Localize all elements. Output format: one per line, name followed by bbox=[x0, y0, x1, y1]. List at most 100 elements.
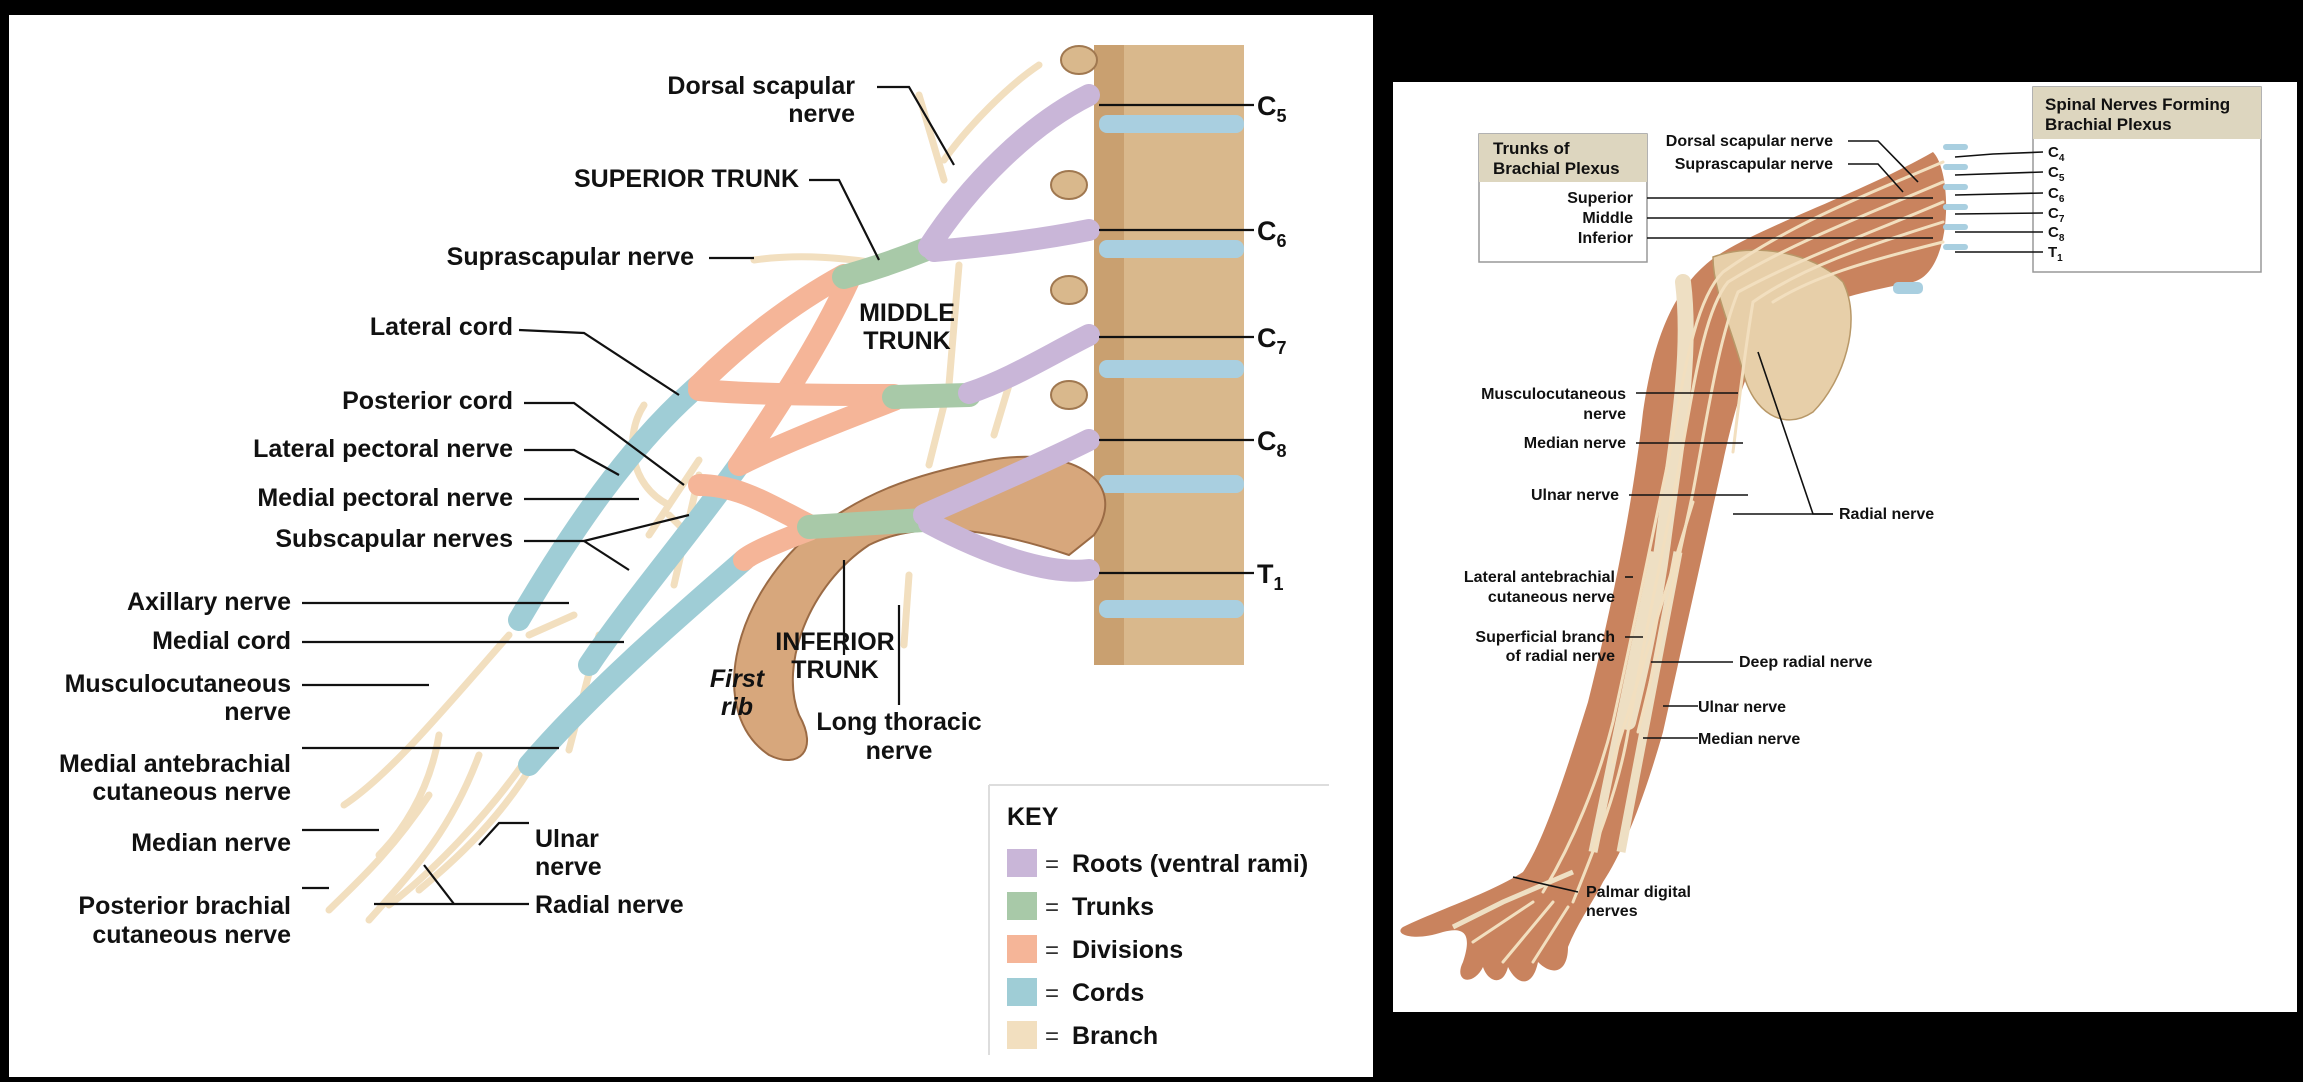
arm-leader-lines bbox=[1512, 140, 2044, 893]
arm-silhouette bbox=[1400, 144, 1968, 982]
key-swatch-cords bbox=[1007, 978, 1037, 1006]
vertebral-column bbox=[1050, 45, 1244, 665]
brachial-plexus-diagram: Dorsal scapular nerve SUPERIOR TRUNK Sup… bbox=[9, 15, 1373, 1077]
cords bbox=[508, 374, 755, 776]
superior-trunk-label: SUPERIOR TRUNK bbox=[574, 165, 799, 193]
arm-dorsal-scapular-label: Dorsal scapular nerve bbox=[1666, 133, 1833, 150]
intervertebral-disc bbox=[1099, 475, 1244, 493]
key-item-trunks: = Trunks bbox=[1007, 892, 1154, 921]
key-label-trunks: Trunks bbox=[1072, 893, 1154, 921]
spinal-label-c7: C7 bbox=[2048, 205, 2065, 225]
key-eq: = bbox=[1045, 851, 1059, 878]
root-label-c5: C5 bbox=[1257, 91, 1287, 126]
inferior-trunk-label-2: TRUNK bbox=[791, 656, 879, 684]
lateral-cord-label: Lateral cord bbox=[370, 313, 513, 341]
ulnar-label-1: Ulnar bbox=[535, 825, 599, 853]
posterior-cord-label: Posterior cord bbox=[342, 387, 513, 415]
key-item-roots: = Roots (ventral rami) bbox=[1007, 849, 1308, 878]
key-eq: = bbox=[1045, 1023, 1059, 1050]
spinal-label-c5: C5 bbox=[2048, 164, 2065, 184]
intervertebral-disc bbox=[1099, 360, 1244, 378]
spinal-box-title-1: Spinal Nerves Forming bbox=[2045, 95, 2230, 114]
root-label-t1: T1 bbox=[1257, 559, 1284, 594]
arm-superficial-radial-label-1: Superficial branch bbox=[1475, 629, 1615, 646]
arm-suprascapular-label: Suprascapular nerve bbox=[1675, 156, 1833, 173]
key-label-roots: Roots (ventral rami) bbox=[1072, 850, 1308, 878]
key-eq: = bbox=[1045, 894, 1059, 921]
median-label: Median nerve bbox=[131, 829, 291, 857]
radial-label: Radial nerve bbox=[535, 891, 684, 919]
spinal-label-c8: C8 bbox=[2048, 224, 2065, 244]
arm-palmar-label-1: Palmar digital bbox=[1586, 884, 1691, 901]
arm-nerves-diagram: Trunks of Brachial Plexus Spinal Nerves … bbox=[1393, 82, 2297, 1012]
root-labels: C5 C6 C7 C8 T1 bbox=[1257, 91, 1287, 594]
middle-trunk-label-1: MIDDLE bbox=[859, 299, 955, 327]
middle-trunk-label-2: TRUNK bbox=[863, 327, 951, 355]
vertebra-shadow bbox=[1094, 45, 1124, 665]
arm-median-upper-label: Median nerve bbox=[1524, 435, 1626, 452]
spinal-box-title-2: Brachial Plexus bbox=[2045, 115, 2172, 134]
arm-lateral-antebrachial-label-1: Lateral antebrachial bbox=[1464, 569, 1615, 586]
medial-antebrachial-label-1: Medial antebrachial bbox=[59, 750, 291, 778]
key-eq: = bbox=[1045, 980, 1059, 1007]
medial-antebrachial-label-2: cutaneous nerve bbox=[92, 778, 291, 806]
trunk-superior-label: Superior bbox=[1567, 190, 1633, 207]
key-swatch-roots bbox=[1007, 849, 1037, 877]
arm-palmar-label-2: nerves bbox=[1586, 903, 1638, 920]
arm-median-lower-label: Median nerve bbox=[1698, 731, 1800, 748]
intervertebral-disc bbox=[1099, 600, 1244, 618]
dorsal-scapular-label-1: Dorsal scapular bbox=[667, 72, 855, 100]
first-rib-label-1: First bbox=[710, 665, 766, 693]
inferior-trunk-label-1: INFERIOR bbox=[775, 628, 894, 656]
arm-ulnar-upper-label: Ulnar nerve bbox=[1531, 487, 1619, 504]
subscapular-label: Subscapular nerves bbox=[275, 525, 513, 553]
key-swatch-divisions bbox=[1007, 935, 1037, 963]
arm-nerves bbox=[1471, 160, 1945, 964]
trunks-box-title-2: Brachial Plexus bbox=[1493, 159, 1620, 178]
divisions bbox=[688, 264, 905, 571]
arm-musculocutaneous-label-1: Musculocutaneous bbox=[1481, 386, 1626, 403]
trunks-box-title-1: Trunks of bbox=[1493, 139, 1570, 158]
arm-musculocutaneous-label-2: nerve bbox=[1583, 406, 1626, 423]
scapula bbox=[1712, 249, 1852, 421]
leader-lines bbox=[302, 85, 1254, 906]
key-title: KEY bbox=[1007, 803, 1059, 831]
key-item-divisions: = Divisions bbox=[1007, 935, 1183, 964]
key-swatch-trunks bbox=[1007, 892, 1037, 920]
spinal-nerve-labels: C4 C5 C6 C7 C8 T1 bbox=[2048, 144, 2065, 264]
posterior-brachial-label-2: cutaneous nerve bbox=[92, 921, 291, 949]
cervical-discs bbox=[1943, 144, 1968, 250]
trunk-inferior-label: Inferior bbox=[1578, 230, 1633, 247]
arm-superficial-radial-label-2: of radial nerve bbox=[1506, 648, 1615, 665]
lateral-pectoral-label: Lateral pectoral nerve bbox=[253, 435, 513, 463]
trunks bbox=[797, 238, 981, 539]
arm-illustration: Trunks of Brachial Plexus Spinal Nerves … bbox=[1400, 86, 2262, 982]
key-label-cords: Cords bbox=[1072, 979, 1144, 1007]
spinal-label-c4: C4 bbox=[2048, 144, 2065, 164]
ulnar-label-2: nerve bbox=[535, 853, 602, 881]
key-item-cords: = Cords bbox=[1007, 978, 1144, 1007]
musculocutaneous-label-1: Musculocutaneous bbox=[65, 670, 291, 698]
long-thoracic-label-2: nerve bbox=[866, 737, 933, 765]
key-label-divisions: Divisions bbox=[1072, 936, 1183, 964]
suprascapular-label: Suprascapular nerve bbox=[447, 243, 694, 271]
key-eq: = bbox=[1045, 937, 1059, 964]
dorsal-scapular-label-2: nerve bbox=[788, 100, 855, 128]
vertebral-disc bbox=[1893, 282, 1923, 294]
spinal-box: Spinal Nerves Forming Brachial Plexus bbox=[2032, 86, 2262, 273]
posterior-brachial-label-1: Posterior brachial bbox=[78, 892, 291, 920]
musculocutaneous-label-2: nerve bbox=[224, 698, 291, 726]
long-thoracic-label-1: Long thoracic bbox=[816, 708, 981, 736]
roots bbox=[913, 84, 1100, 582]
intervertebral-disc bbox=[1099, 115, 1244, 133]
key-swatch-branch bbox=[1007, 1021, 1037, 1049]
root-label-c7: C7 bbox=[1257, 323, 1287, 358]
key-item-branch: = Branch bbox=[1007, 1021, 1158, 1050]
plexus-illustration: Dorsal scapular nerve SUPERIOR TRUNK Sup… bbox=[59, 45, 1329, 1055]
spinal-label-c6: C6 bbox=[2048, 185, 2065, 205]
color-key: KEY = Roots (ventral rami) = Trunks = Di… bbox=[988, 784, 1329, 1055]
arm-ulnar-lower-label: Ulnar nerve bbox=[1698, 699, 1786, 716]
spinal-label-t1: T1 bbox=[2048, 244, 2063, 264]
axillary-label: Axillary nerve bbox=[127, 588, 291, 616]
intervertebral-disc bbox=[1099, 240, 1244, 258]
